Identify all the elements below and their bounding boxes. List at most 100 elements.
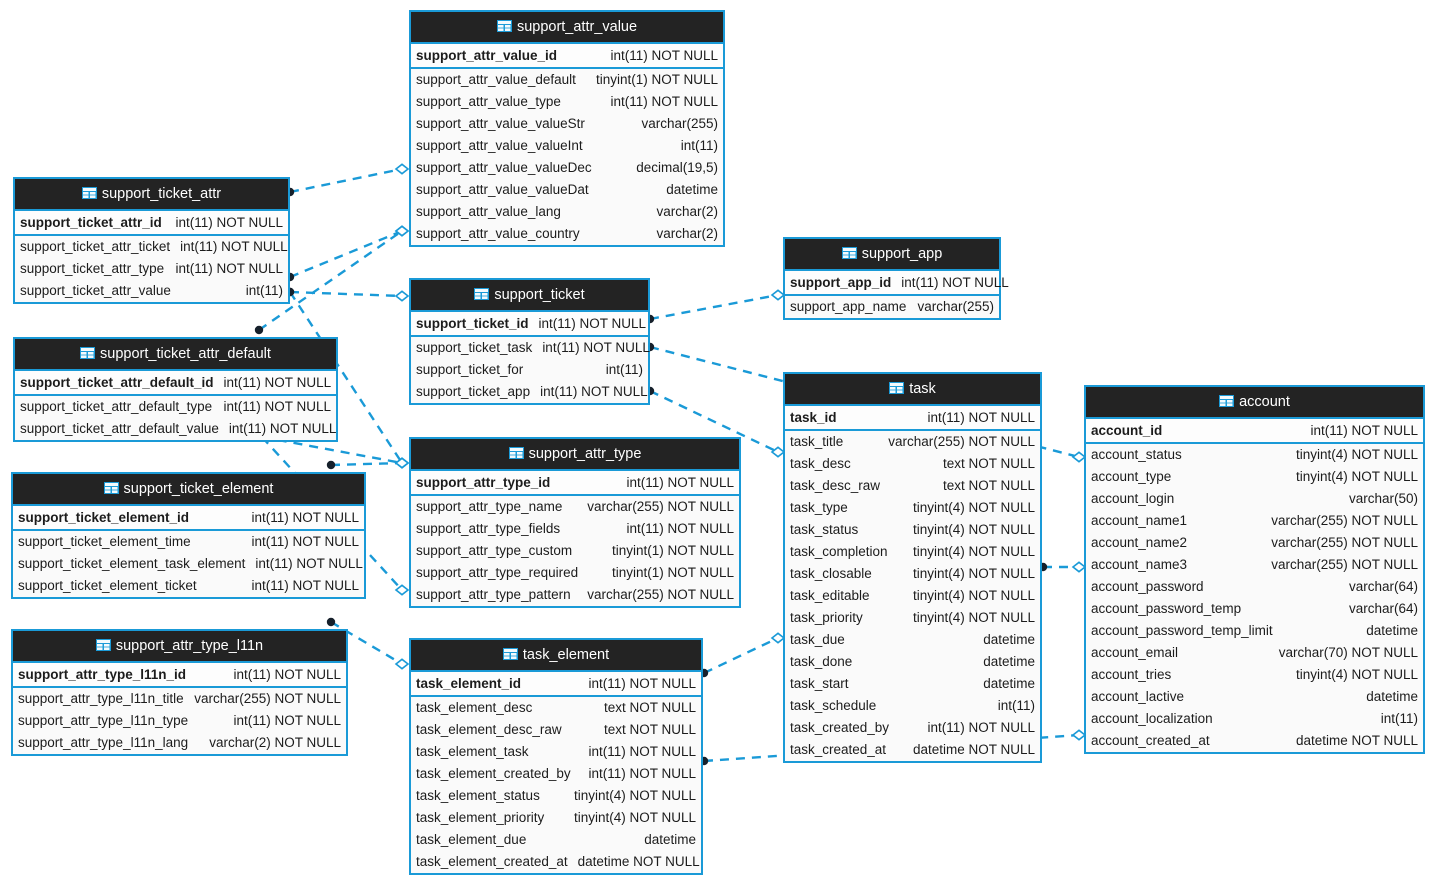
column-name: task_element_desc bbox=[416, 700, 533, 715]
column-name: support_attr_type_l11n_title bbox=[18, 691, 184, 706]
column-name: task_closable bbox=[790, 566, 872, 581]
relationship-endpoint-diamond bbox=[394, 163, 410, 175]
column-type: tinyint(4) NOT NULL bbox=[1295, 667, 1418, 682]
column-type: int(11) NOT NULL bbox=[610, 94, 718, 109]
entity-support_ticket_attr[interactable]: support_ticket_attr support_ticket_attr_i… bbox=[13, 177, 290, 304]
column-name: task_id bbox=[790, 410, 837, 425]
column-name: task_done bbox=[790, 654, 853, 669]
column-name: support_attr_type_id bbox=[416, 475, 551, 490]
entity-title: support_ticket_attr bbox=[101, 186, 222, 202]
column-type: int(11) NOT NULL bbox=[175, 215, 283, 230]
entity-title: support_attr_type bbox=[528, 446, 642, 462]
